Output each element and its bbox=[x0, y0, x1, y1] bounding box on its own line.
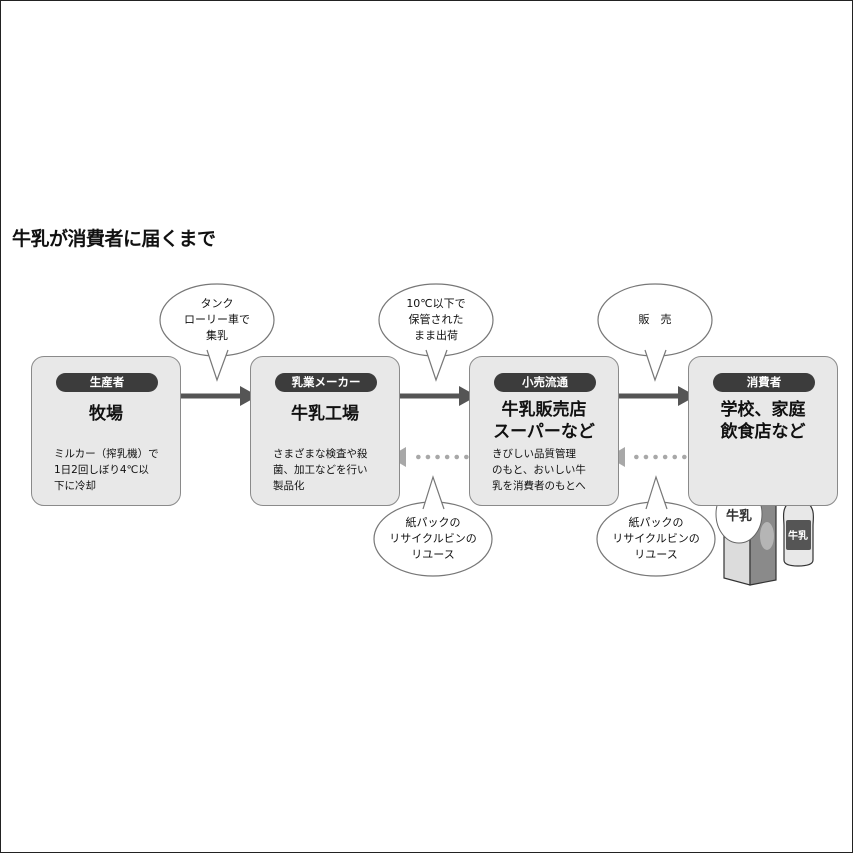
bottom-bubble-2-text: 紙パックの リサイクルビンの リユース bbox=[601, 515, 711, 563]
desc-line: 菌、加工などを行い bbox=[273, 464, 368, 476]
stage-description: ミルカー（搾乳機）で 1日2回しぼり4℃以 下に冷却 bbox=[54, 446, 174, 494]
stage-name-line: 牧場 bbox=[89, 404, 123, 424]
stage-badge: 消費者 bbox=[713, 373, 815, 392]
top-bubble-3 bbox=[597, 283, 713, 382]
stage-name: 牧場 bbox=[32, 403, 180, 425]
return-arrow-1 bbox=[389, 447, 479, 467]
forward-arrow-3 bbox=[613, 386, 696, 406]
bottom-bubble-2 bbox=[596, 475, 716, 577]
stage-description: さまざまな検査や殺 菌、加工などを行い 製品化 bbox=[273, 446, 393, 494]
diagram-title: 牛乳が消費者に届くまで bbox=[12, 228, 216, 250]
stage-producer: 生産者 牧場 ミルカー（搾乳機）で 1日2回しぼり4℃以 下に冷却 bbox=[31, 356, 181, 506]
bubble-line: リユース bbox=[634, 548, 678, 561]
top-bubble-3-text: 販 売 bbox=[605, 312, 705, 328]
forward-arrow-2 bbox=[394, 386, 477, 406]
stage-name-line: スーパーなど bbox=[493, 422, 595, 442]
bubble-line: リサイクルビンの bbox=[612, 532, 700, 545]
stage-badge: 生産者 bbox=[56, 373, 158, 392]
stage-name: 牛乳工場 bbox=[251, 403, 399, 425]
bottom-bubble-1 bbox=[373, 475, 493, 577]
stage-name: 学校、家庭 飲食店など bbox=[689, 399, 837, 443]
desc-line: 乳を消費者のもとへ bbox=[492, 480, 586, 492]
bubble-line: タンク bbox=[200, 297, 234, 310]
desc-line: さまざまな検査や殺 bbox=[273, 448, 368, 460]
stage-retail: 小売流通 牛乳販売店 スーパーなど きびしい品質管理 のもと、おいしい牛 乳を消… bbox=[469, 356, 619, 506]
top-bubble-1 bbox=[159, 283, 275, 382]
bubble-line: まま出荷 bbox=[414, 329, 458, 342]
bubble-line: ローリー車で bbox=[184, 313, 250, 326]
bubble-line: リサイクルビンの bbox=[389, 532, 477, 545]
desc-line: 製品化 bbox=[273, 480, 305, 492]
top-bubble-2 bbox=[378, 283, 494, 382]
top-bubble-1-text: タンク ローリー車で 集乳 bbox=[167, 296, 267, 344]
stage-manufacturer: 乳業メーカー 牛乳工場 さまざまな検査や殺 菌、加工などを行い 製品化 bbox=[250, 356, 400, 506]
bubble-line: 10℃以下で bbox=[406, 297, 466, 310]
bubble-line: 紙パックの bbox=[628, 516, 684, 529]
stage-name-line: 学校、家庭 bbox=[720, 400, 806, 420]
bubble-line: 販 売 bbox=[638, 313, 672, 326]
return-arrow-2 bbox=[608, 447, 697, 467]
stage-badge: 乳業メーカー bbox=[275, 373, 377, 392]
desc-line: 下に冷却 bbox=[54, 480, 96, 492]
desc-line: のもと、おいしい牛 bbox=[492, 464, 586, 476]
forward-arrow-1 bbox=[175, 386, 258, 406]
stage-consumer: 消費者 学校、家庭 飲食店など bbox=[688, 356, 838, 506]
top-bubble-2-text: 10℃以下で 保管された まま出荷 bbox=[386, 296, 486, 344]
stage-description: きびしい品質管理 のもと、おいしい牛 乳を消費者のもとへ bbox=[492, 446, 612, 494]
bubble-line: 保管された bbox=[408, 313, 464, 326]
bubble-line: 紙パックの bbox=[405, 516, 461, 529]
bubble-line: リユース bbox=[411, 548, 455, 561]
stage-name-line: 飲食店など bbox=[720, 422, 806, 442]
stage-name-line: 牛乳販売店 bbox=[501, 400, 587, 420]
carton-label: 牛乳 bbox=[726, 508, 752, 524]
bottom-bubble-1-text: 紙パックの リサイクルビンの リユース bbox=[378, 515, 488, 563]
bubble-line: 集乳 bbox=[206, 329, 228, 342]
bottle-label: 牛乳 bbox=[788, 529, 808, 542]
desc-line: ミルカー（搾乳機）で bbox=[54, 448, 159, 460]
desc-line: 1日2回しぼり4℃以 bbox=[54, 464, 149, 476]
stage-badge: 小売流通 bbox=[494, 373, 596, 392]
stage-name-line: 牛乳工場 bbox=[291, 404, 359, 424]
desc-line: きびしい品質管理 bbox=[492, 448, 576, 460]
stage-name: 牛乳販売店 スーパーなど bbox=[470, 399, 618, 443]
